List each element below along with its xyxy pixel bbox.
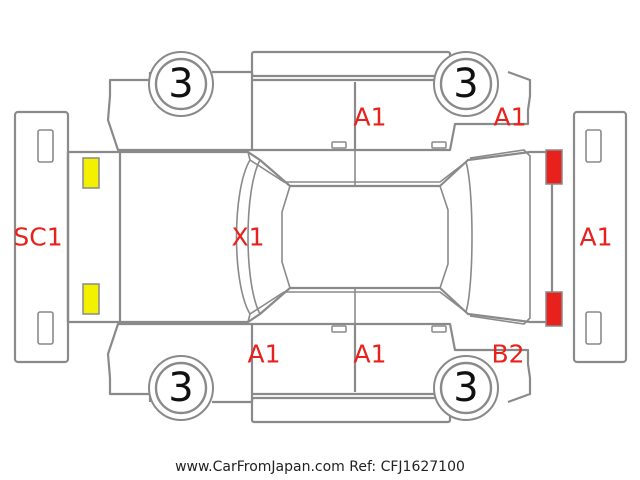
code-hood: X1 <box>231 223 264 252</box>
rear-bumper <box>572 110 628 364</box>
rear-light-bottom <box>545 291 563 327</box>
wheel-rear-right-number: 3 <box>453 365 478 411</box>
code-bottom-rear-fender: B2 <box>491 340 524 369</box>
code-bottom-front-door: A1 <box>247 340 280 369</box>
footer-reference: www.CarFromJapan.com Ref: CFJ1627100 <box>175 459 465 475</box>
bottom-side-skirt <box>250 396 452 424</box>
wheel-front-right: 3 <box>148 355 214 421</box>
wheel-front-right-number: 3 <box>168 365 193 411</box>
rear-lights <box>545 149 563 327</box>
top-side-skirt <box>250 50 452 78</box>
front-lights <box>82 157 100 315</box>
code-rear-bumper: A1 <box>579 223 612 252</box>
wheel-rear-left: 3 <box>433 51 499 117</box>
wheel-front-left-number: 3 <box>168 61 193 107</box>
code-top-rear-fender: A1 <box>493 103 526 132</box>
wheel-front-left: 3 <box>148 51 214 117</box>
wheel-rear-left-number: 3 <box>453 61 478 107</box>
front-light-top <box>82 157 100 189</box>
car-body <box>66 70 554 404</box>
rear-light-top <box>545 149 563 185</box>
wheel-rear-right: 3 <box>433 355 499 421</box>
code-top-rear-door: A1 <box>353 103 386 132</box>
front-light-bottom <box>82 283 100 315</box>
code-bottom-rear-door: A1 <box>353 340 386 369</box>
code-front-bumper: SC1 <box>13 223 62 252</box>
